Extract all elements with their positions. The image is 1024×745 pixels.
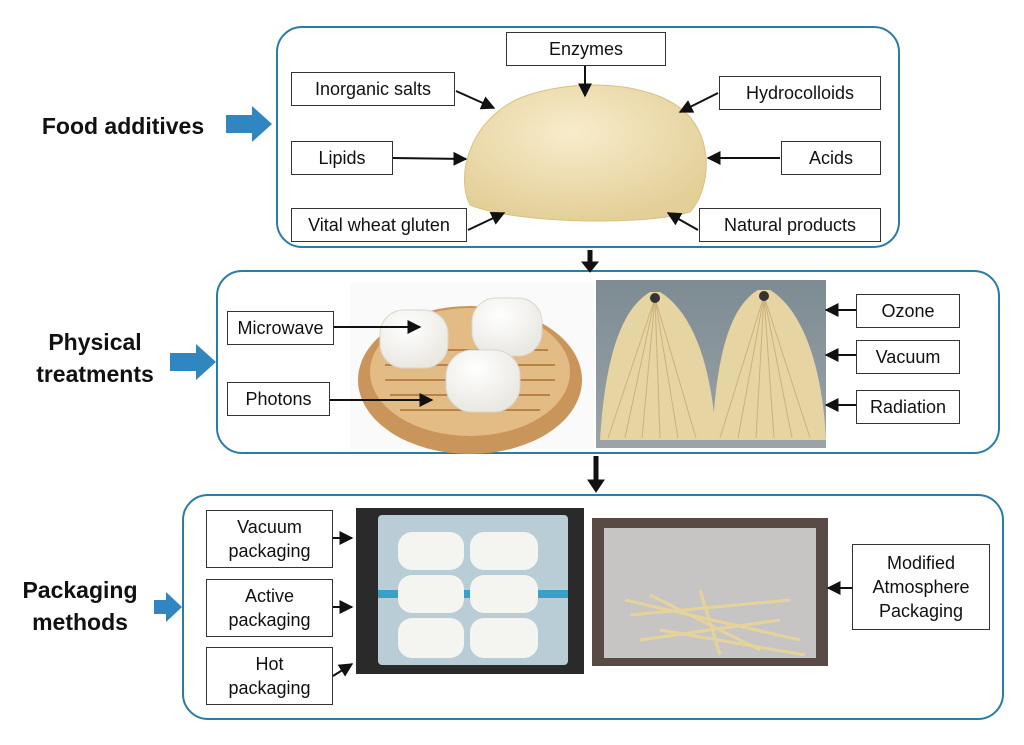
vacuum-packaging-box: Vacuum packaging	[206, 510, 333, 568]
food-additives-label: Food additives	[41, 113, 205, 139]
vacuum-packaging-line1: Vacuum	[237, 517, 302, 537]
physical-treatments-label: Physical treatments	[20, 326, 170, 390]
packaging-methods-label-line1: Packaging	[22, 577, 138, 603]
inorganic-salts-box: Inorganic salts	[291, 72, 455, 106]
hydrocolloids-box: Hydrocolloids	[719, 76, 881, 110]
hot-packaging-box: Hot packaging	[206, 647, 333, 705]
physical-treatments-label-line1: Physical	[48, 329, 142, 355]
vacuum-box: Vacuum	[856, 340, 960, 374]
blue-arrow-physical-treatments	[170, 344, 216, 380]
photons-box: Photons	[227, 382, 330, 416]
microwave-box: Microwave	[227, 311, 334, 345]
natural-products-box: Natural products	[699, 208, 881, 242]
modified-atmosphere-packaging-box: Modified Atmosphere Packaging	[852, 544, 990, 630]
vital-wheat-gluten-box: Vital wheat gluten	[291, 208, 467, 242]
ozone-box: Ozone	[856, 294, 960, 328]
vacuum-packaging-line2: packaging	[228, 541, 311, 561]
blue-arrow-packaging-methods	[154, 592, 182, 622]
active-packaging-line1: Active	[244, 586, 295, 606]
blue-arrow-food-additives	[226, 106, 272, 142]
hot-packaging-line2: packaging	[228, 678, 311, 698]
hot-packaging-line1: Hot	[255, 654, 284, 674]
map-line2: Atmosphere	[872, 577, 970, 597]
map-line1: Modified	[886, 553, 956, 573]
active-packaging-line2: packaging	[228, 610, 311, 630]
lipids-box: Lipids	[291, 141, 393, 175]
acids-box: Acids	[781, 141, 881, 175]
packaging-methods-label-line2: methods	[32, 609, 128, 635]
enzymes-box: Enzymes	[506, 32, 666, 66]
packaging-methods-label: Packaging methods	[10, 574, 150, 638]
radiation-box: Radiation	[856, 390, 960, 424]
physical-treatments-label-line2: treatments	[36, 361, 154, 387]
map-line3: Packaging	[878, 601, 964, 621]
active-packaging-box: Active packaging	[206, 579, 333, 637]
